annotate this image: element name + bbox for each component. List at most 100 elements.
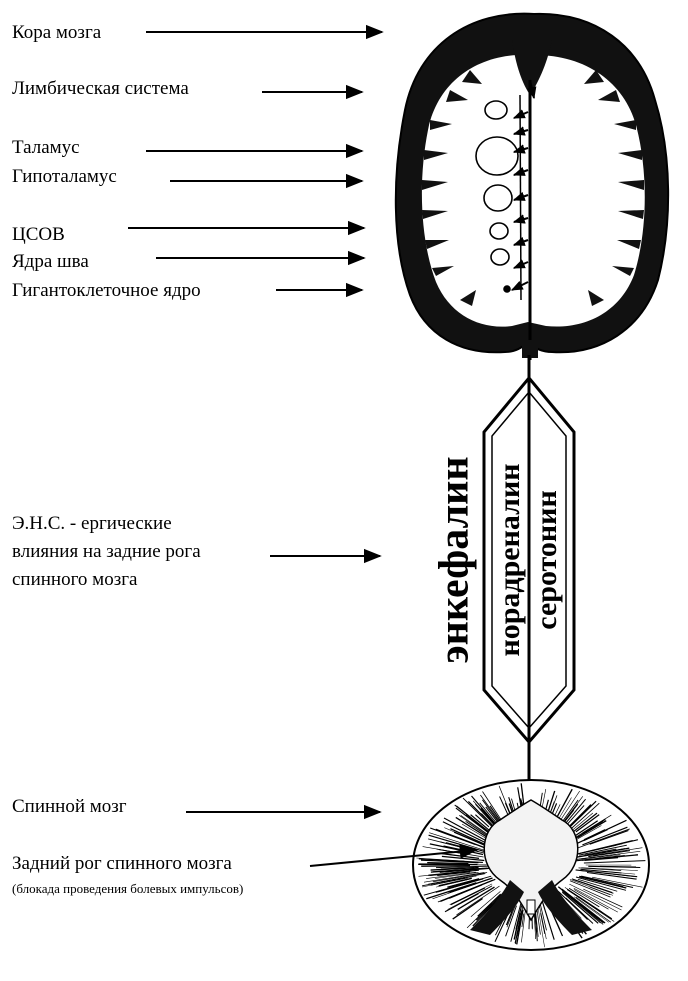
spinal-fiber xyxy=(581,868,622,874)
arrow-dorsal-horn xyxy=(309,844,478,867)
spinal-fiber xyxy=(565,897,594,924)
spinal-fiber xyxy=(575,814,600,833)
spinal-cord-section xyxy=(412,779,650,951)
spinal-fiber xyxy=(427,862,469,865)
spinal-fiber xyxy=(438,877,472,887)
spinal-fiber xyxy=(573,896,609,923)
spinal-fiber xyxy=(449,877,493,894)
spinal-fiber xyxy=(561,891,599,924)
nucleus-giganto xyxy=(503,285,511,293)
spinal-dorsal-horn-dark xyxy=(470,880,524,935)
brain-nuclei xyxy=(475,100,519,293)
brainstem xyxy=(522,340,538,358)
spinal-fiber xyxy=(450,887,486,906)
label-enkephalin: энкефалин xyxy=(432,456,478,663)
spinal-fiber xyxy=(589,886,611,896)
spinal-fiber xyxy=(426,871,476,879)
spinal-fiber xyxy=(569,883,622,911)
spinal-fiber xyxy=(589,829,629,845)
spinal-fiber xyxy=(573,879,614,894)
spinal-fiber xyxy=(448,878,479,888)
spinal-fiber xyxy=(444,827,480,844)
spinal-fiber xyxy=(564,892,604,925)
brain-white-matter xyxy=(421,54,645,327)
spinal-fiber xyxy=(579,844,627,856)
spinal-fiber xyxy=(452,897,483,920)
pathway-branch-arrows xyxy=(510,79,537,291)
spinal-fiber xyxy=(434,871,479,879)
label-cortex: Кора мозга xyxy=(12,22,102,43)
spinal-fiber xyxy=(505,905,517,937)
spinal-fiber xyxy=(577,828,630,849)
spinal-fiber xyxy=(422,875,477,888)
label-dorsal-horn: Задний рог спинного мозга xyxy=(12,853,232,874)
limbic-region xyxy=(512,40,552,95)
spinal-fiber xyxy=(541,901,555,940)
spinal-fiber xyxy=(561,888,606,924)
label-ens-line3: спинного мозга xyxy=(12,569,138,590)
spinal-fiber xyxy=(447,885,493,910)
spinal-fiber xyxy=(466,903,493,929)
spinal-fiber xyxy=(580,870,634,877)
spinal-fiber xyxy=(537,904,545,948)
spinal-fiber xyxy=(443,817,490,843)
spinal-fiber xyxy=(583,860,646,864)
label-giganto: Гигантоклеточное ядро xyxy=(12,280,201,301)
label-ens-line2: влияния на задние рога xyxy=(12,541,201,562)
spinal-fiber xyxy=(513,912,521,940)
spinal-fiber xyxy=(569,879,613,896)
spinal-fiber xyxy=(423,872,485,883)
spinal-fiber xyxy=(573,887,618,913)
label-serotonin: серотонин xyxy=(530,490,563,629)
spinal-fiber xyxy=(428,876,466,885)
spinal-fiber xyxy=(432,872,488,883)
spinal-fiber xyxy=(564,887,602,912)
nucleus-raphe xyxy=(490,248,510,266)
spinal-fiber xyxy=(429,832,490,853)
nucleus-limbic xyxy=(484,100,508,120)
spinal-fiber xyxy=(582,826,628,846)
spinal-fiber xyxy=(470,814,493,834)
descending-pathway: энкефалин норадреналин серотонин xyxy=(432,355,576,805)
spinal-fiber xyxy=(472,900,498,927)
spinal-fiber xyxy=(435,828,491,851)
spinal-fiber xyxy=(562,890,601,924)
spinal-fiber xyxy=(586,871,637,880)
spinal-fiber xyxy=(489,805,502,823)
spinal-fiber xyxy=(566,888,604,915)
spinal-fiber xyxy=(429,843,465,852)
brain-section xyxy=(394,12,670,360)
labels-left: Кора мозга Лимбическая система Таламус Г… xyxy=(12,22,478,896)
spinal-fiber xyxy=(573,889,609,910)
spinal-fiber xyxy=(575,896,612,923)
spinal-fiber xyxy=(535,912,539,937)
spinal-grey-matter xyxy=(483,799,579,922)
spinal-fiber xyxy=(578,840,633,855)
spinal-fiber xyxy=(444,822,481,841)
spinal-fiber xyxy=(479,808,496,826)
spinal-fiber xyxy=(588,865,641,869)
spinal-fiber xyxy=(418,858,483,863)
spinal-fiber xyxy=(572,820,607,841)
spinal-fiber xyxy=(516,909,524,945)
label-dorsal-horn-note: (блокада проведения болевых импульсов) xyxy=(12,881,243,896)
spinal-fiber xyxy=(455,816,492,841)
spinal-fiber xyxy=(436,879,469,888)
spinal-fiber xyxy=(568,887,600,908)
spinal-fiber xyxy=(569,819,627,848)
spinal-fiber xyxy=(420,859,479,864)
spinal-fiber xyxy=(430,866,479,871)
spinal-fiber xyxy=(584,848,617,856)
label-ens-line1: Э.Н.С. - ергические xyxy=(12,513,172,534)
spinal-fiber xyxy=(440,878,496,902)
nucleus-csov xyxy=(489,222,509,240)
spinal-fiber xyxy=(540,913,546,934)
label-raphe: Ядра шва xyxy=(12,251,89,272)
spinal-fiber xyxy=(592,876,643,888)
spinal-fiber xyxy=(584,856,619,862)
spinal-fiber xyxy=(577,820,607,839)
spinal-fiber xyxy=(581,867,638,871)
spinal-fiber xyxy=(444,893,479,913)
spinal-fiber xyxy=(569,880,611,898)
